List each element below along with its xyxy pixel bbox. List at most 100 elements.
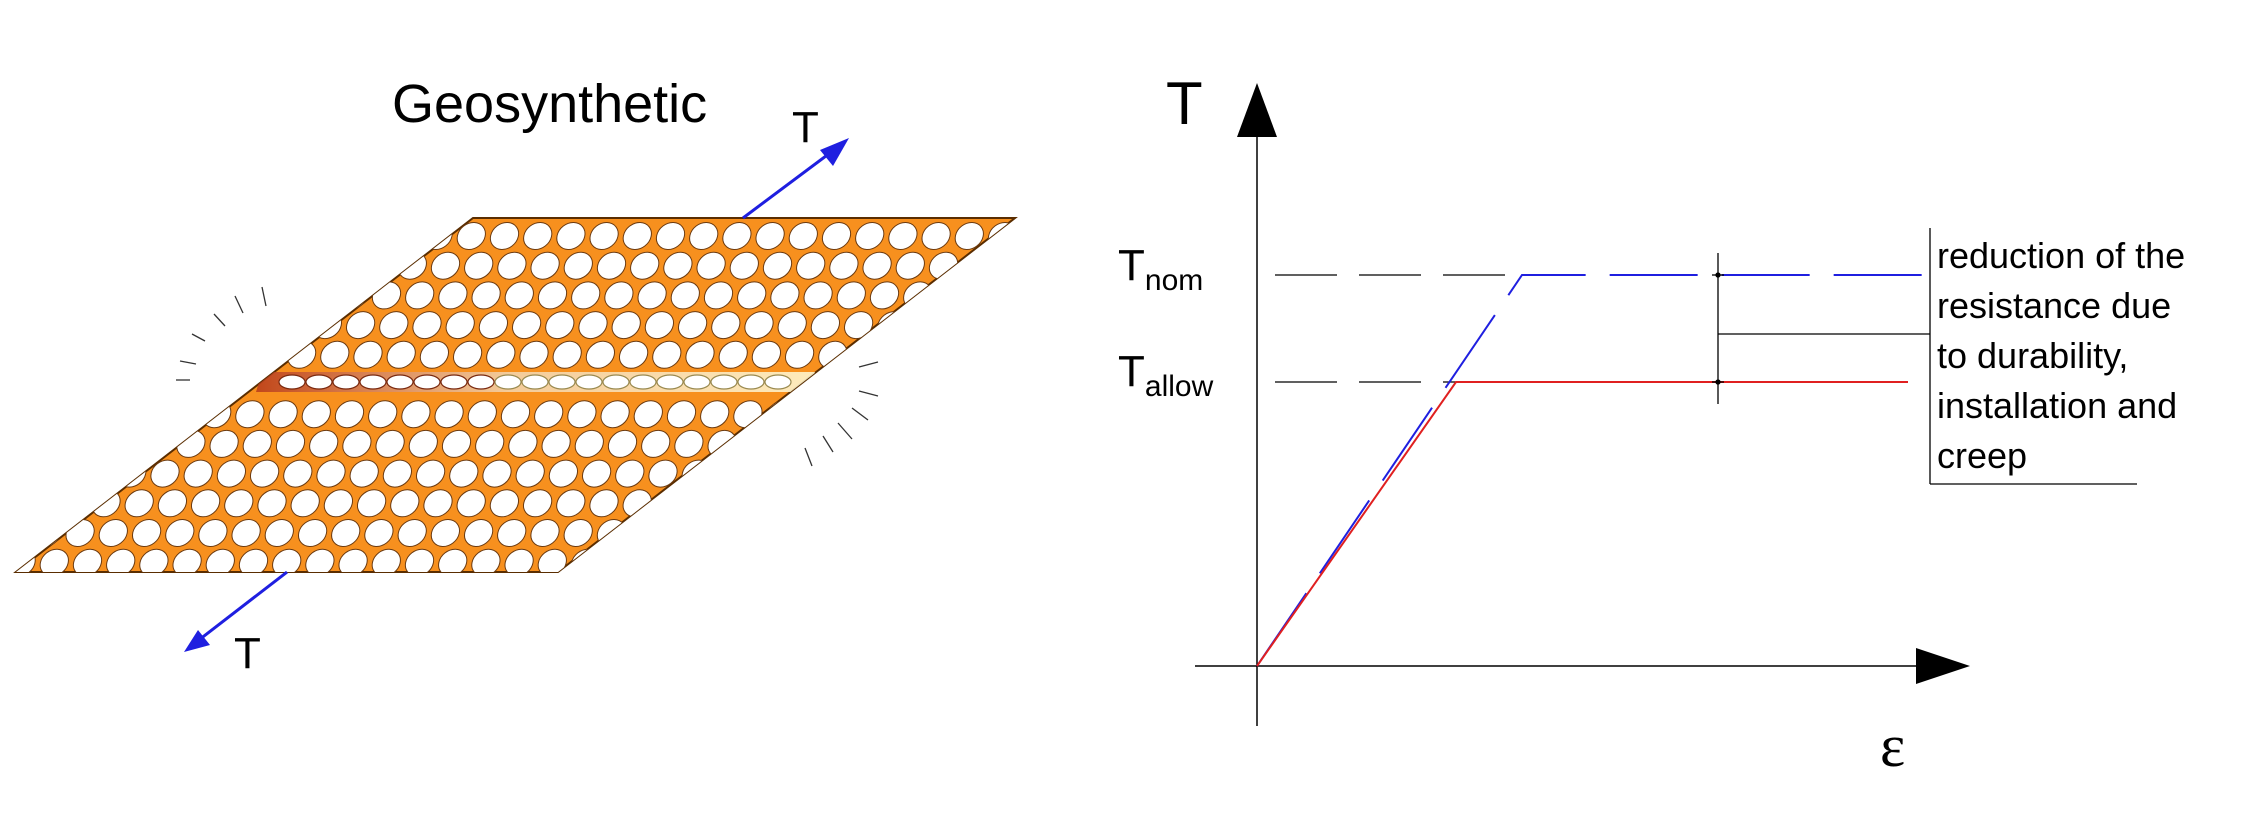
aperture [242,429,272,458]
aperture [910,311,940,340]
aperture [83,459,114,488]
aperture [379,311,409,340]
annotation-line-4: installation and [1937,385,2177,426]
aperture [272,548,302,572]
aperture [913,459,944,488]
aperture [969,281,999,310]
aperture [54,340,84,369]
aperture [641,429,671,458]
aperture [334,400,365,429]
aperture [268,400,298,429]
aperture [652,340,682,369]
aperture [183,459,213,488]
aperture [213,311,243,340]
aperture [604,548,634,572]
aperture [456,221,486,251]
aperture [604,281,634,310]
aperture [467,400,497,429]
aperture [869,548,899,572]
aperture [246,311,276,340]
annotation-line-3: to durability, [1937,335,2128,376]
aperture [471,281,501,310]
aperture [172,548,202,572]
aperture [905,573,944,611]
aperture [452,340,483,369]
aperture [106,281,136,310]
aperture [187,340,217,369]
tear-zone [256,372,815,392]
aperture [17,459,47,488]
aperture [504,548,534,572]
aperture [305,281,335,310]
aperture [290,489,320,518]
aperture [231,251,261,280]
aperture [722,489,752,518]
aperture [622,221,652,251]
t-allow-sub: allow [1145,370,1214,403]
aperture [438,548,468,572]
aperture [936,281,966,310]
aperture [445,311,475,340]
aperture [836,548,866,572]
aperture [880,459,911,488]
aperture [238,548,269,572]
aperture [1002,281,1015,310]
t-nom-sub: nom [1145,264,1203,297]
aperture [637,281,667,310]
aperture [755,489,785,518]
aperture [257,489,287,518]
aperture [345,311,376,340]
aperture [773,429,804,458]
tear-loop [440,374,468,390]
aperture [220,340,250,369]
aperture [109,573,148,611]
aperture [438,281,468,310]
aperture [806,573,845,611]
aperture [131,518,162,548]
aperture [976,311,1007,340]
aperture [895,518,925,548]
aperture [928,518,959,548]
aperture [390,221,420,251]
tear-loop [494,374,522,390]
aperture [839,573,878,611]
aperture [803,281,833,310]
aperture [666,400,697,429]
aperture [301,400,331,429]
aperture [430,518,461,548]
aperture [80,311,110,340]
aperture [198,518,228,548]
aperture [936,548,966,572]
aperture [821,221,852,251]
aperture [275,573,314,611]
aperture [917,340,948,369]
aperture [341,573,380,611]
aperture [471,548,501,572]
aperture [368,400,398,429]
aperture [607,573,646,611]
aperture [961,518,992,548]
aperture [906,429,936,458]
aperture [1013,459,1015,488]
aperture [829,251,859,280]
aperture [615,459,645,488]
aperture [504,281,534,310]
aperture [711,311,741,340]
aperture [500,400,531,429]
aperture [320,340,350,369]
aperture [921,221,951,251]
aperture [165,518,195,548]
aperture [408,429,438,458]
aperture [674,429,704,458]
tear-loop [278,374,306,390]
aperture [589,221,619,251]
aperture [596,251,627,280]
aperture [353,340,383,369]
aperture [106,548,136,572]
aperture [482,459,512,488]
aperture [663,251,693,280]
aperture [224,489,254,518]
aperture [356,489,387,518]
aperture [519,340,549,369]
annotation-line-5: creep [1937,435,2027,476]
